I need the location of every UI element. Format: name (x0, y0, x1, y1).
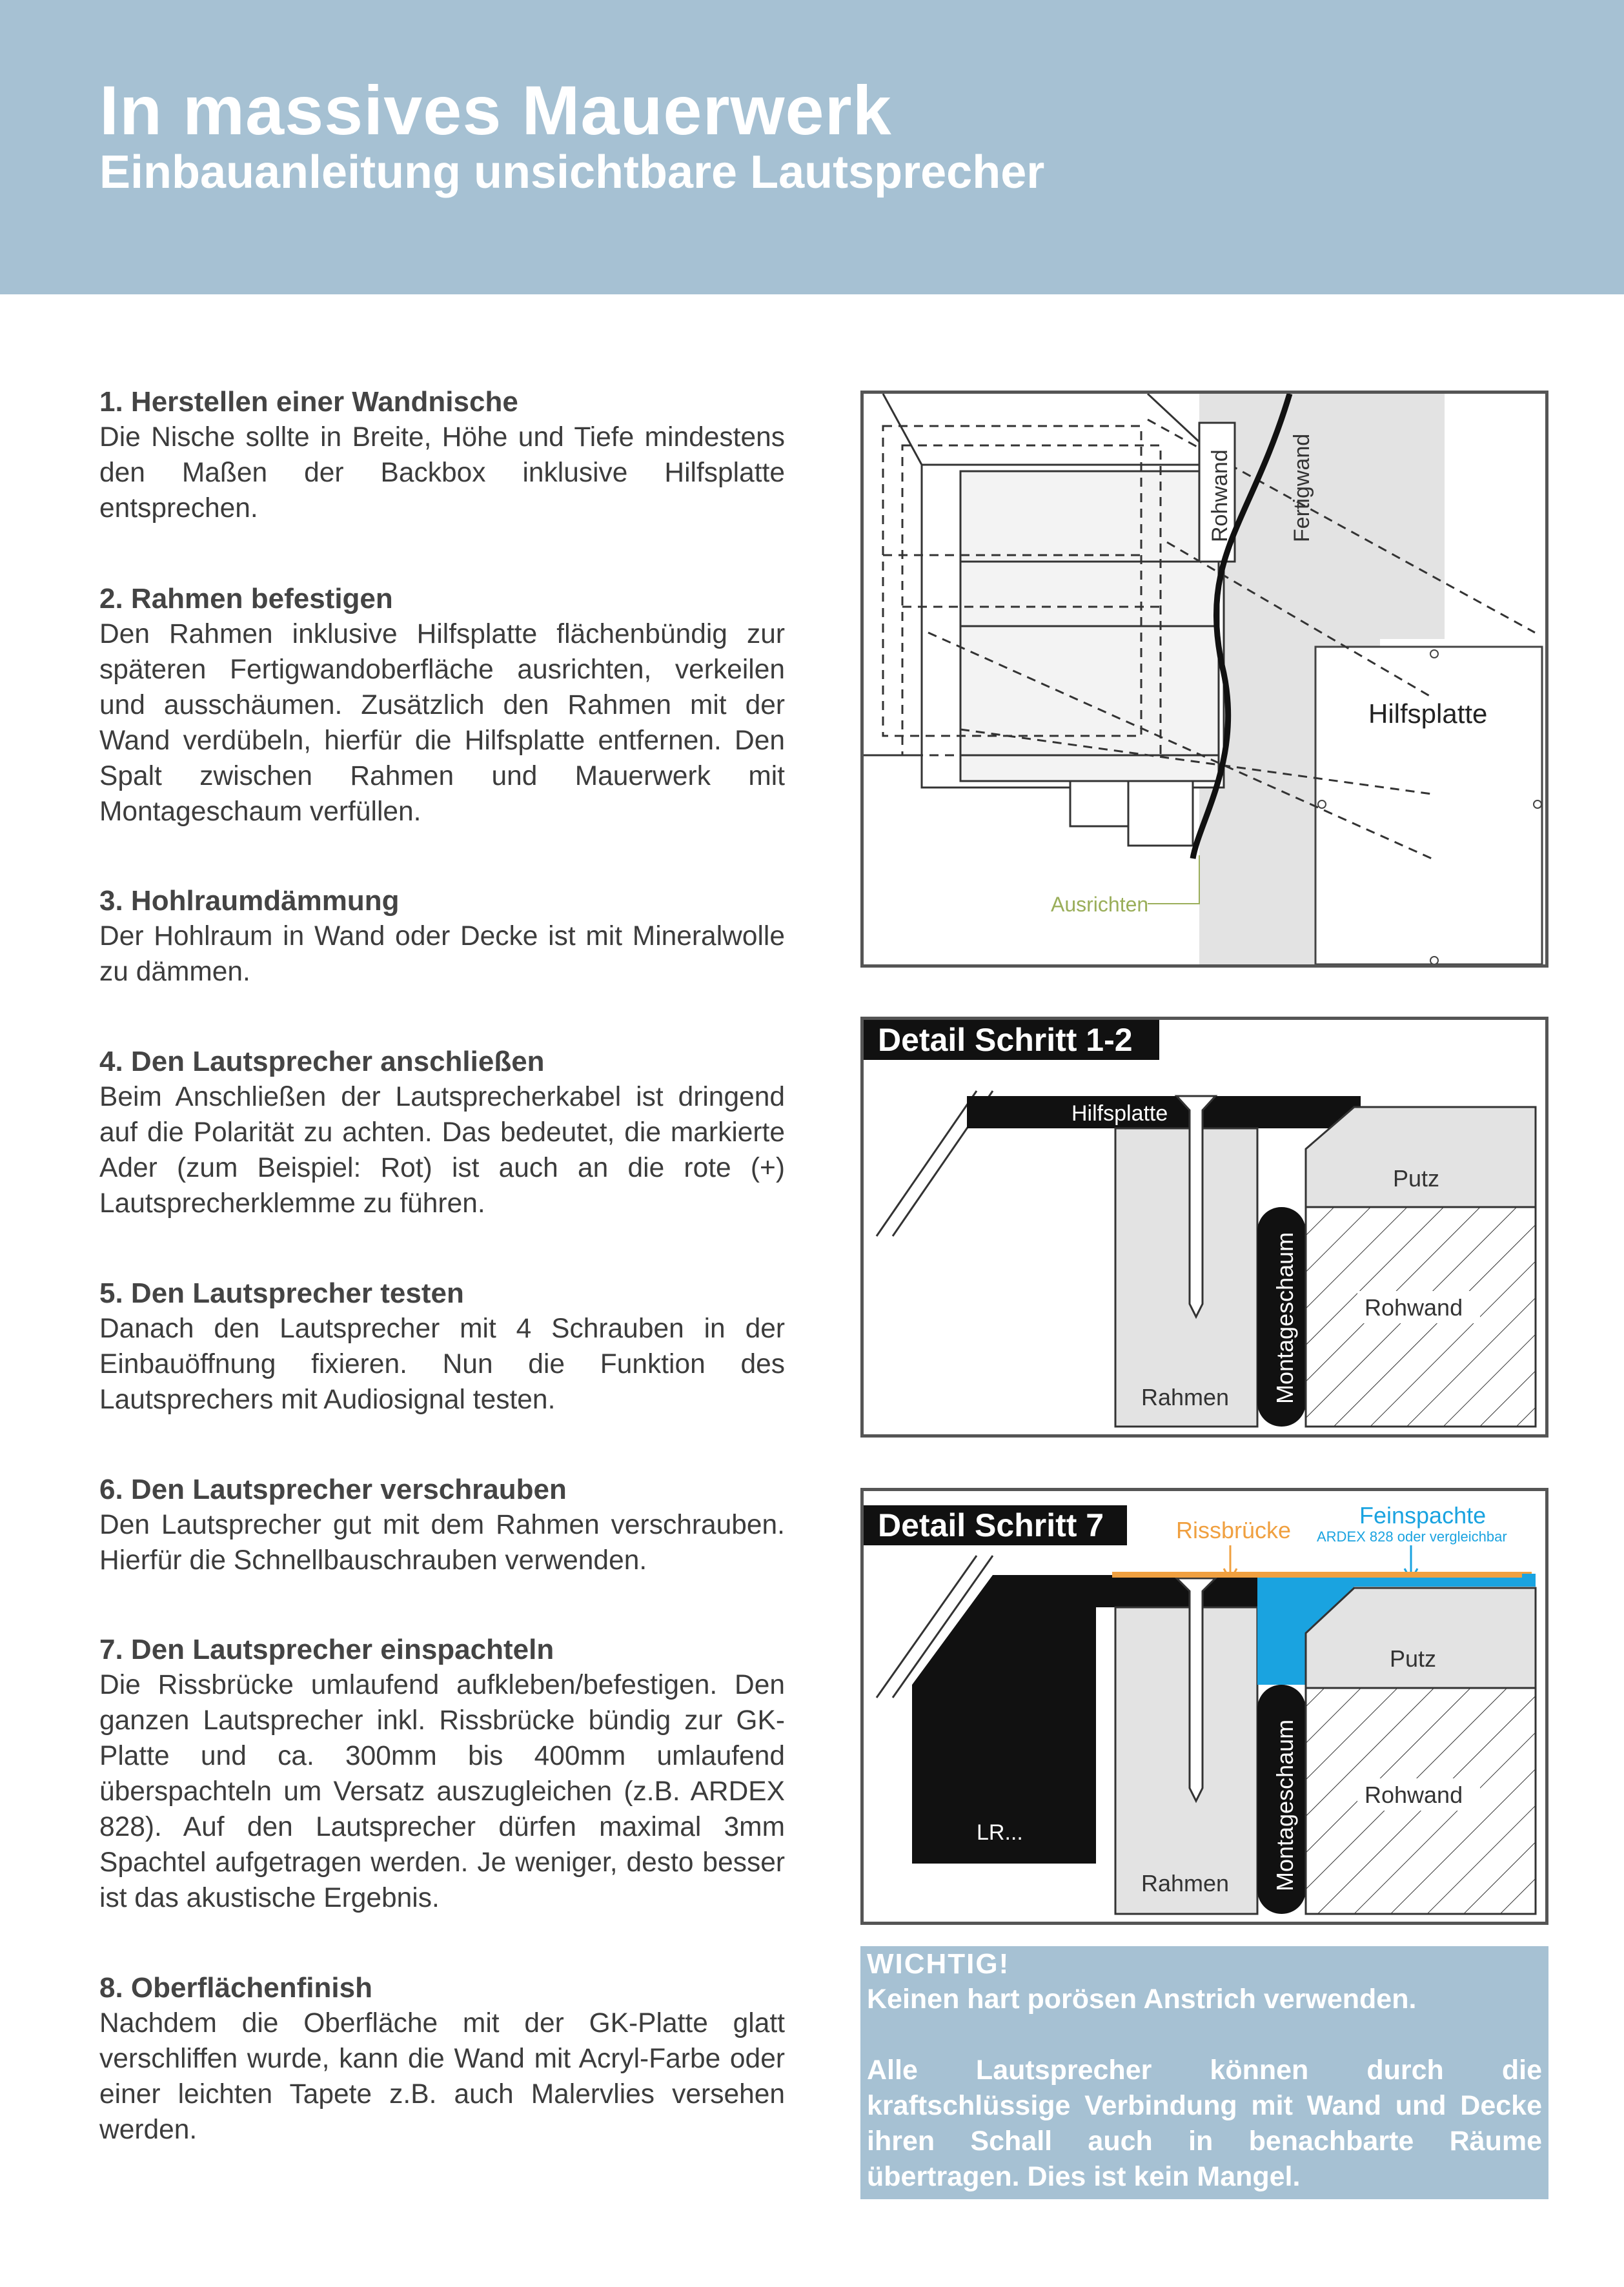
montageschaum-strip (1257, 1207, 1306, 1427)
montageschaum-label: Montageschaum (1272, 1232, 1298, 1404)
step-text: Die Rissbrücke umlaufend aufkleben/befes… (99, 1670, 785, 1913)
step-8: 8. Oberflächenfinish Nachdem die Oberflä… (99, 1970, 785, 2148)
step-text: Den Lautsprecher gut mit dem Rahmen vers… (99, 1510, 785, 1576)
step-7: 7. Den Lautsprecher einspachteln Die Ris… (99, 1632, 785, 1916)
detail-step-1-2-drawing: Detail Schritt 1-2 Hilfsplatte Rahmen Mo… (864, 1020, 1537, 1428)
hilfsplatte-label: Hilfsplatte (1368, 698, 1487, 729)
title-bar (864, 1020, 1159, 1060)
putz-label: Putz (1393, 1165, 1439, 1192)
detail-step-1-2-figure: Detail Schritt 1-2 Hilfsplatte Rahmen Mo… (860, 1017, 1548, 1438)
backbox-frame (864, 394, 1225, 789)
page-subtitle: Einbauanleitung unsichtbare Lautsprecher (99, 147, 1045, 198)
rissbruecke-label: Rissbrücke (1176, 1517, 1291, 1543)
putz-layer (1304, 1106, 1537, 1208)
note-title: WICHTIG! (867, 1948, 1010, 1980)
note-line-2: Alle Lautsprecher können durch die kraft… (867, 2055, 1542, 2192)
finished-wall-line (1190, 394, 1293, 859)
rohwand-label: Rohwand (1365, 1294, 1463, 1321)
screw-hole (1317, 800, 1326, 809)
fertigwand-label: Fertigwand (1290, 434, 1314, 542)
step-text: Nachdem die Oberfläche mit der GK-Platte… (99, 2008, 785, 2145)
rahmen-label: Rahmen (1141, 1384, 1229, 1410)
hilfsplatte-label: Hilfsplatte (1071, 1101, 1168, 1126)
putz-layer (1304, 1587, 1537, 1689)
step-text: Die Nische sollte in Breite, Höhe und Ti… (99, 422, 785, 523)
step-3: 3. Hohlraumdämmung Der Hohlraum in Wand … (99, 883, 785, 990)
note-line-1: Keinen hart porösen Anstrich verwenden. (867, 1984, 1417, 2015)
title-bar (864, 1505, 1127, 1545)
rahmen-label: Rahmen (1141, 1870, 1229, 1896)
rohwand-label: Rohwand (1365, 1782, 1463, 1808)
feinspachte-note: ARDEX 828 oder vergleichbar (1317, 1529, 1507, 1545)
speaker-body (912, 1575, 1257, 1864)
step-title: 6. Den Lautsprecher verschrauben (99, 1474, 567, 1505)
screw (1174, 1577, 1218, 1804)
step-5: 5. Den Lautsprecher testen Danach den La… (99, 1276, 785, 1418)
detail-title: Detail Schritt 1-2 (878, 1022, 1133, 1058)
montageschaum-label: Montageschaum (1272, 1720, 1298, 1891)
important-note: WICHTIG! Keinen hart porösen Anstrich ve… (860, 1946, 1548, 2199)
step-6: 6. Den Lautsprecher verschrauben Den Lau… (99, 1472, 785, 1578)
step-title: 4. Den Lautsprecher anschließen (99, 1046, 545, 1077)
rahmen-block (1114, 1127, 1259, 1428)
screw-hole (1533, 800, 1542, 809)
step-title: 3. Hohlraumdämmung (99, 885, 400, 917)
rahmen-block (1114, 1606, 1259, 1915)
diagonal-line (875, 1555, 978, 1698)
feinspachte-fill (1257, 1578, 1536, 1685)
ausrichten-leader (1148, 855, 1200, 904)
bracket (1069, 780, 1130, 828)
page-title: In massives Mauerwerk (99, 71, 892, 149)
detail-title: Detail Schritt 7 (878, 1507, 1104, 1543)
detail-step-7-drawing: Detail Schritt 7 Rissbrücke Feinspachte … (864, 1502, 1537, 1915)
detail-step-7-figure: Detail Schritt 7 Rissbrücke Feinspachte … (860, 1488, 1548, 1925)
hilfsplatte-bar (967, 1096, 1361, 1128)
step-text: Den Rahmen inklusive Hilfsplatte flächen… (99, 619, 785, 827)
screw (1174, 1095, 1218, 1319)
bracket (1127, 780, 1194, 847)
screw-hole (1430, 956, 1439, 964)
diagonal-line (875, 1090, 978, 1237)
speaker-label: LR... (977, 1820, 1023, 1845)
step-title: 7. Den Lautsprecher einspachteln (99, 1634, 554, 1665)
rissbruecke-strip (1112, 1572, 1532, 1578)
rohwand-label: Rohwand (1208, 449, 1232, 542)
step-title: 2. Rahmen befestigen (99, 583, 393, 615)
step-title: 5. Den Lautsprecher testen (99, 1277, 464, 1309)
feinspachte-label: Feinspachte (1359, 1502, 1486, 1529)
ausrichten-label: Ausrichten (1051, 893, 1148, 916)
rohwand-label-bg (1357, 1778, 1480, 1811)
montageschaum-strip (1257, 1685, 1306, 1914)
rohwand-label-bg (1357, 1291, 1480, 1323)
installation-overview-figure: Rohwand Fertigwand Ausrichten Hilfsplatt… (860, 391, 1548, 968)
step-text: Beim Anschließen der Lautsprecherkabel i… (99, 1082, 785, 1219)
step-1: 1. Herstellen einer Wandnische Die Nisch… (99, 384, 785, 526)
putz-label: Putz (1390, 1645, 1436, 1672)
step-text: Der Hohlraum in Wand oder Decke ist mit … (99, 921, 785, 987)
step-title: 8. Oberflächenfinish (99, 1972, 372, 2004)
hidden-edges (882, 418, 1536, 860)
installation-overview-drawing: Rohwand Fertigwand Ausrichten Hilfsplatt… (864, 394, 1543, 964)
rohwand-box (1198, 422, 1236, 563)
step-title: 1. Herstellen einer Wandnische (99, 386, 518, 418)
screw-hole (1430, 649, 1439, 658)
step-text: Danach den Lautsprecher mit 4 Schrauben … (99, 1314, 785, 1415)
header-banner: In massives Mauerwerk Einbauanleitung un… (0, 0, 1624, 294)
feinspachte-edge (1522, 1574, 1536, 1587)
diagonal-line (891, 1555, 994, 1698)
step-4: 4. Den Lautsprecher anschließen Beim Ans… (99, 1044, 785, 1221)
step-2: 2. Rahmen befestigen Den Rahmen inklusiv… (99, 581, 785, 829)
